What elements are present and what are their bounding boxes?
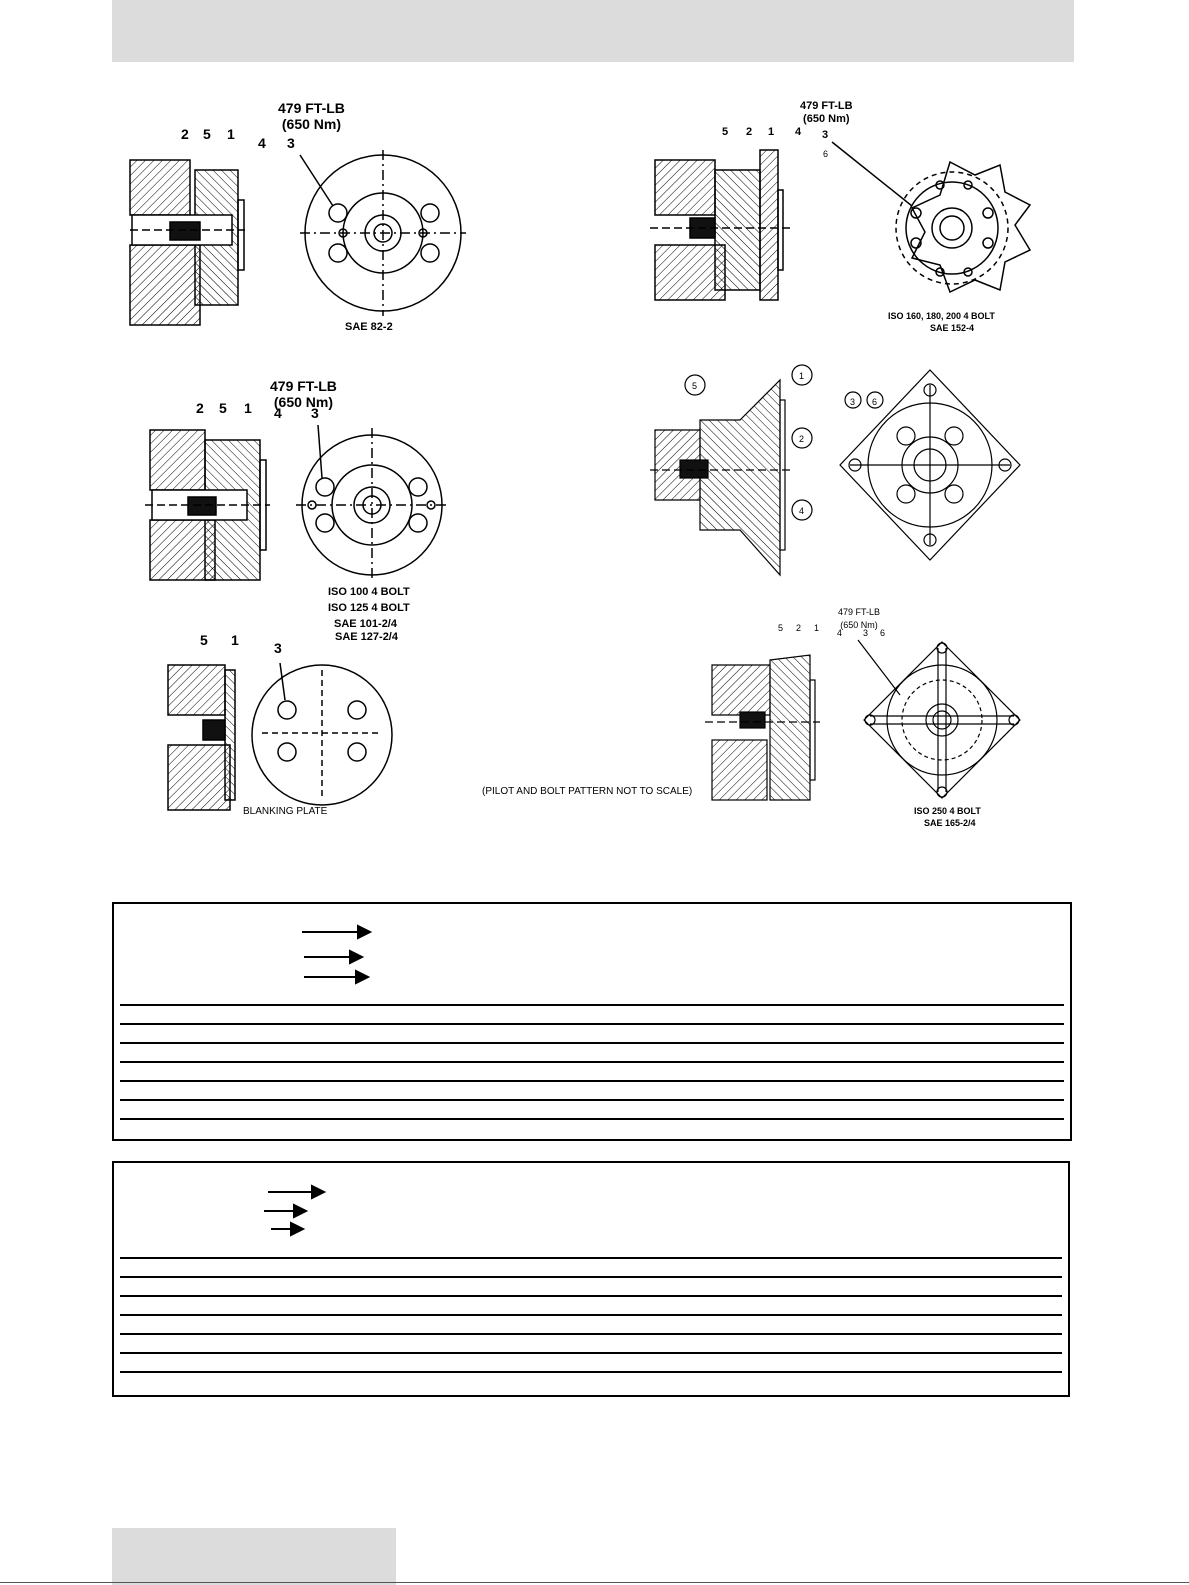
torque-nm: (650 Nm) bbox=[281, 116, 342, 132]
mounting-drawings bbox=[129, 141, 1032, 811]
callout-1: 1 bbox=[799, 371, 805, 381]
callout-3: 3 bbox=[274, 640, 282, 656]
table-row bbox=[120, 1371, 1062, 1373]
callout-4: 4 bbox=[274, 405, 282, 421]
table-row bbox=[120, 1257, 1062, 1259]
table-row bbox=[120, 1276, 1062, 1278]
table-row bbox=[120, 1004, 1064, 1006]
callout-2: 2 bbox=[181, 126, 189, 142]
caption-sae-82-2: SAE 82-2 bbox=[345, 321, 393, 333]
arrow-icon bbox=[271, 1221, 306, 1237]
caption-iso-250: ISO 250 4 BOLT bbox=[914, 806, 981, 816]
table-row bbox=[120, 1295, 1062, 1297]
caption-blanking-plate: BLANKING PLATE bbox=[243, 806, 328, 817]
drawing-iso-100 bbox=[145, 424, 448, 582]
callout-5: 5 bbox=[203, 126, 211, 142]
callout-5: 5 bbox=[778, 623, 784, 633]
callout-3: 3 bbox=[287, 135, 295, 151]
drawing-iso-160 bbox=[650, 141, 1032, 301]
torque-nm: (650 Nm) bbox=[840, 620, 878, 630]
callout-1: 1 bbox=[768, 126, 775, 138]
callout-3: 3 bbox=[311, 405, 319, 421]
header-bar bbox=[112, 0, 1074, 62]
caption-iso-125: ISO 125 4 BOLT bbox=[328, 602, 410, 614]
caption-sae-165: SAE 165-2/4 bbox=[924, 818, 976, 828]
callout-6: 6 bbox=[823, 149, 829, 159]
table-row bbox=[120, 1023, 1064, 1025]
table-row bbox=[120, 1061, 1064, 1063]
callout-5: 5 bbox=[692, 381, 698, 391]
table-row bbox=[120, 1352, 1062, 1354]
callout-5: 5 bbox=[219, 400, 227, 416]
callout-1: 1 bbox=[814, 623, 820, 633]
callout-1: 1 bbox=[227, 126, 235, 142]
arrow-icon bbox=[304, 949, 365, 965]
torque-label-3: 479 FT-LB (650 Nm) bbox=[270, 378, 337, 410]
torque-label-4: 479 FT-LB (650 Nm) bbox=[838, 606, 880, 632]
callout-1: 1 bbox=[244, 400, 252, 416]
table-row bbox=[120, 1042, 1064, 1044]
torque-label-1: 479 FT-LB (650 Nm) bbox=[278, 100, 345, 132]
arrow-icon bbox=[304, 969, 371, 985]
callout-1: 1 bbox=[231, 632, 239, 648]
torque-ftlb: 479 FT-LB bbox=[270, 378, 337, 394]
spec-table-2 bbox=[112, 1161, 1070, 1397]
caption-iso-160: ISO 160, 180, 200 4 BOLT bbox=[888, 311, 995, 321]
callout-3: 3 bbox=[863, 628, 869, 638]
arrow-group-1 bbox=[302, 924, 373, 985]
torque-label-2: 479 FT-LB (650 Nm) bbox=[800, 100, 853, 126]
torque-ftlb: 479 FT-LB bbox=[278, 100, 345, 116]
callout-2: 2 bbox=[196, 400, 204, 416]
table-row bbox=[120, 1080, 1064, 1082]
torque-nm: (650 Nm) bbox=[803, 113, 850, 125]
arrow-group-2 bbox=[264, 1184, 327, 1237]
torque-nm: (650 Nm) bbox=[273, 394, 334, 410]
caption-pilot-note: (PILOT AND BOLT PATTERN NOT TO SCALE) bbox=[482, 786, 693, 797]
caption-iso-100: ISO 100 4 BOLT bbox=[328, 586, 410, 598]
torque-ftlb: 479 FT-LB bbox=[800, 100, 853, 112]
callout-4: 4 bbox=[799, 506, 805, 516]
caption-sae-152-4: SAE 152-4 bbox=[930, 323, 975, 333]
table-row bbox=[120, 1333, 1062, 1335]
caption-sae-127: SAE 127-2/4 bbox=[335, 631, 398, 643]
table-row bbox=[120, 1099, 1064, 1101]
arrow-icon bbox=[264, 1203, 309, 1219]
table-row bbox=[120, 1118, 1064, 1120]
drawing-sae-82-2 bbox=[129, 150, 466, 326]
caption-sae-101: SAE 101-2/4 bbox=[334, 618, 397, 630]
callout-4: 4 bbox=[795, 126, 802, 138]
callout-2: 2 bbox=[796, 623, 802, 633]
callout-3: 3 bbox=[850, 397, 856, 407]
drawing-blanking-plate bbox=[167, 662, 393, 811]
callout-2: 2 bbox=[746, 126, 753, 138]
callout-6: 6 bbox=[872, 397, 878, 407]
drawing-square-flange bbox=[650, 364, 1021, 577]
callout-4: 4 bbox=[258, 135, 266, 151]
callout-2: 2 bbox=[799, 434, 805, 444]
callout-3: 3 bbox=[822, 129, 829, 141]
callout-5: 5 bbox=[200, 632, 208, 648]
arrow-icon bbox=[268, 1184, 327, 1200]
callout-5: 5 bbox=[722, 126, 729, 138]
torque-ftlb: 479 FT-LB bbox=[838, 607, 881, 617]
footer-box bbox=[112, 1528, 396, 1585]
table-row bbox=[120, 1314, 1062, 1316]
callout-4: 4 bbox=[837, 628, 843, 638]
callout-6: 6 bbox=[880, 628, 886, 638]
footer-rule bbox=[0, 1582, 1189, 1583]
arrow-icon bbox=[302, 924, 373, 940]
drawing-iso-250 bbox=[705, 639, 1021, 801]
spec-table-1 bbox=[112, 902, 1072, 1141]
